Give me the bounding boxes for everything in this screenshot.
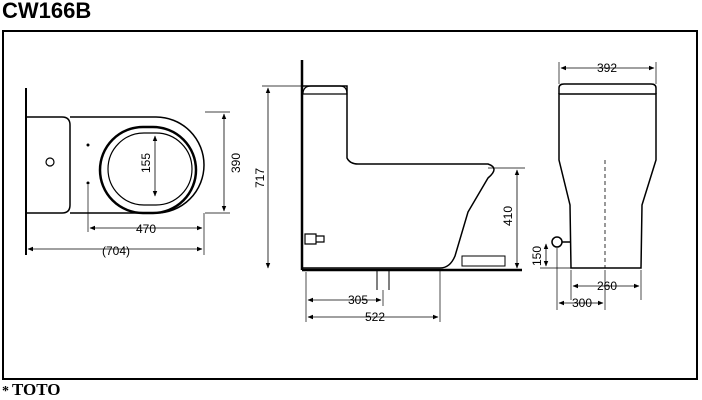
- side-view: 717 410 305 522: [253, 60, 525, 324]
- top-view-bolt-lower: [86, 181, 90, 185]
- dim-390-label: 390: [229, 153, 243, 173]
- back-view-outline: [558, 93, 657, 269]
- dim-392-label: 392: [597, 61, 617, 75]
- dim-300-label: 300: [572, 296, 592, 310]
- dim-260-label: 260: [597, 279, 617, 293]
- brand-name: TOTO: [12, 380, 61, 399]
- top-view-outline: [26, 116, 71, 214]
- top-view: 390 155 470 (704): [25, 88, 243, 258]
- top-view-fixing-hole: [45, 157, 55, 167]
- brand-star: *: [2, 384, 9, 399]
- drawing-frame: [2, 30, 698, 380]
- dim-704-label: (704): [102, 244, 130, 258]
- top-view-bowl-outline: [70, 116, 205, 214]
- dim-470-label: 470: [136, 222, 156, 236]
- top-view-bolt-upper: [86, 143, 90, 147]
- model-title: CW166B: [2, 0, 92, 23]
- back-view-supply-valve: [551, 236, 563, 248]
- side-view-supply-valve: [304, 233, 325, 245]
- brand-logo: *TOTO: [2, 380, 61, 400]
- dim-410-label: 410: [501, 206, 515, 226]
- dim-717-label: 717: [253, 168, 267, 188]
- dim-155-label: 155: [139, 153, 153, 173]
- back-view-tank-lid: [558, 83, 657, 94]
- side-view-outline: [303, 85, 495, 269]
- side-view-foot: [461, 255, 506, 267]
- dim-305-label: 305: [348, 293, 368, 307]
- side-view-tank-lid: [302, 85, 348, 95]
- top-view-bowl-opening: [107, 132, 193, 206]
- dim-522-label: 522: [365, 310, 385, 324]
- dim-150-label: 150: [530, 246, 544, 266]
- top-view-seat-ring: [98, 125, 198, 215]
- back-view: 392 150 260 300: [530, 61, 657, 310]
